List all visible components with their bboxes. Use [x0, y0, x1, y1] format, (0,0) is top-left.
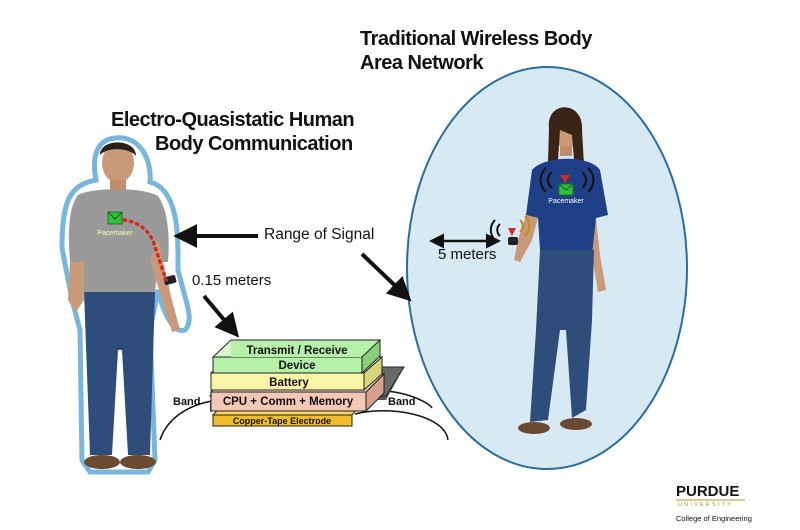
- pacemaker-label-right: Pacemaker: [548, 198, 584, 205]
- wearable-device-diagram: [159, 338, 449, 441]
- left-title-line1: Electro-Quasistatic Human: [111, 109, 355, 131]
- range-arrow-right: [360, 252, 412, 302]
- transmit-layer: [211, 338, 382, 375]
- cpu-label: CPU + Comm + Memory: [223, 396, 354, 408]
- man-figure: [59, 135, 192, 475]
- pacemaker-icon-right: [558, 175, 574, 196]
- woman-figure: [508, 107, 608, 434]
- logo-college: College of Engineering: [676, 514, 752, 523]
- logo-name: PURDUE: [676, 483, 739, 500]
- right-title-line1: Traditional Wireless Body: [360, 28, 592, 50]
- band-label-right: Band: [388, 396, 416, 408]
- left-distance-label: 0.15 meters: [192, 272, 272, 289]
- transmit-label-line2: Device: [278, 360, 315, 372]
- purdue-logo: PURDUE UNIVERSITY College of Engineering: [676, 483, 752, 523]
- band-label-left: Band: [173, 396, 201, 408]
- device-arrow: [202, 294, 240, 338]
- transmit-label-line1: Transmit / Receive: [247, 345, 348, 357]
- range-of-signal-label: Range of Signal: [264, 226, 375, 243]
- right-title-line2: Area Network: [360, 52, 483, 74]
- right-distance-label: 5 meters: [438, 246, 497, 263]
- pacemaker-icon-left: [107, 211, 123, 225]
- pacemaker-label-left: Pacemaker: [97, 230, 133, 237]
- body-signal-path: [122, 218, 168, 282]
- battery-label: Battery: [269, 377, 309, 389]
- wireless-waves-icon-pacemaker: [539, 167, 595, 193]
- electrode-label: Copper-Tape Electrode: [233, 416, 331, 426]
- left-title-line2: Body Communication: [155, 133, 353, 155]
- logo-subtitle: UNIVERSITY: [678, 502, 733, 508]
